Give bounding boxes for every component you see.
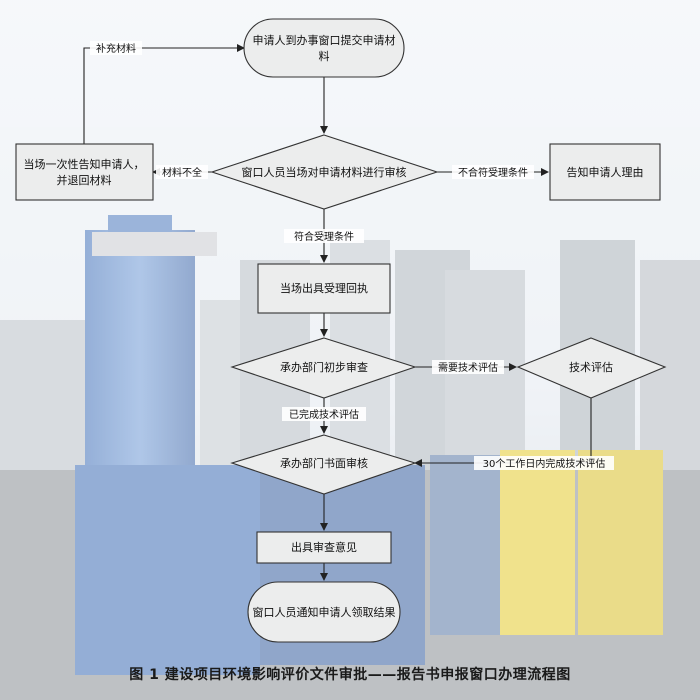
node-initial-review (230, 337, 417, 399)
node-review (210, 134, 439, 210)
node-written-review (230, 434, 417, 495)
node-result-label: 窗口人员通知申请人领取结果 (253, 605, 396, 619)
node-opinion (256, 531, 392, 564)
edge-label-tech-done: 已完成技术评估 (289, 408, 359, 421)
edge-label-within-30: 30个工作日内完成技术评估 (483, 457, 606, 470)
node-submit (243, 18, 405, 78)
node-submit-line-1: 申请人到办事窗口提交申请材 (253, 33, 396, 47)
node-submit-line-2: 料 (319, 49, 330, 63)
edge-label-incomplete: 材料不全 (162, 166, 202, 179)
node-initial-review-label: 承办部门初步审查 (280, 360, 368, 374)
node-receipt-label: 当场出具受理回执 (280, 281, 368, 295)
edge-label-qualified: 符合受理条件 (294, 230, 354, 243)
node-opinion-label: 出具审查意见 (291, 540, 357, 554)
node-result (247, 581, 401, 643)
arrow-notify-return-to-submit (83, 44, 245, 144)
node-receipt (257, 263, 391, 314)
edge-label-not-qualified: 不合符受理条件 (458, 166, 528, 179)
edge-label-supplement: 补充材料 (96, 42, 136, 55)
node-notify-return-line-1: 当场一次性告知申请人， (24, 157, 145, 171)
edge-label-need-tech: 需要技术评估 (438, 361, 498, 374)
node-tech-eval (516, 337, 667, 399)
node-tech-eval-label: 技术评估 (569, 361, 613, 374)
node-notify-return (15, 143, 154, 201)
figure-caption: 图 1 建设项目环境影响评价文件审批——报告书申报窗口办理流程图 (129, 667, 571, 683)
node-written-review-label: 承办部门书面审核 (280, 456, 368, 470)
node-review-label: 窗口人员当场对申请材料进行审核 (242, 165, 407, 179)
node-notify-reason-label: 告知申请人理由 (567, 165, 644, 179)
node-notify-return-line-2: 并退回材料 (57, 173, 112, 187)
node-notify-reason (549, 143, 661, 201)
